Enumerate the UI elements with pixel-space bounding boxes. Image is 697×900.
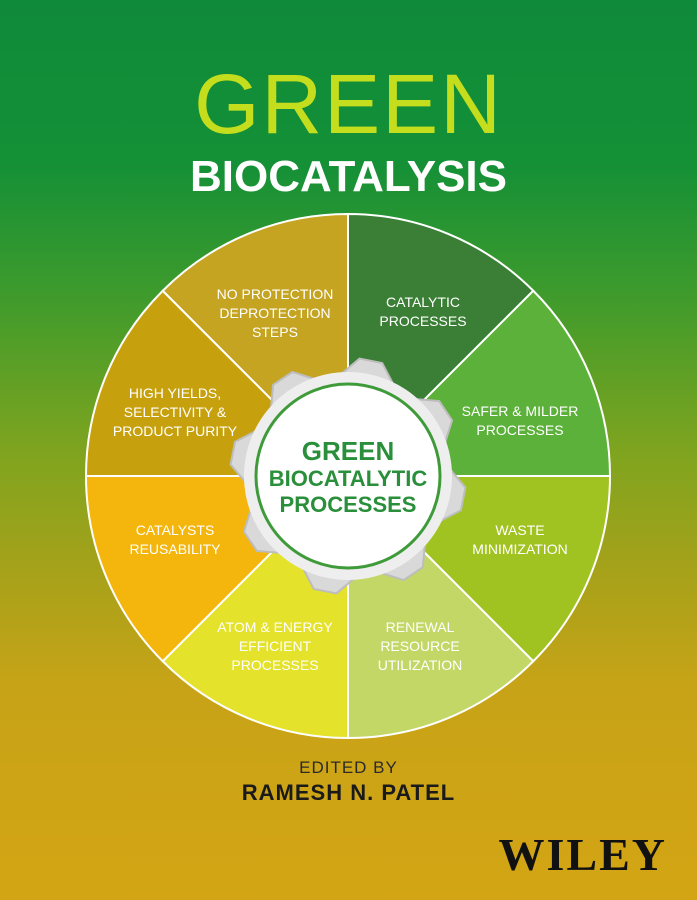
center-gear bbox=[229, 357, 467, 595]
center-title-line3: PROCESSES bbox=[279, 492, 417, 517]
center-disc bbox=[254, 382, 442, 570]
publisher-logo: WILEY bbox=[498, 829, 667, 880]
center-title-line1: GREEN bbox=[301, 436, 395, 466]
segment-label-catalytic: CatalyticProcesses bbox=[379, 294, 467, 329]
segment-label-safer: Safer & MilderProcesses bbox=[461, 403, 579, 438]
segment-label-atom-energy: Atom & EnergyEfficientProcesses bbox=[217, 619, 333, 673]
segment-label-no-protection: No ProtectionDeprotectionSteps bbox=[216, 286, 334, 340]
title-biocatalysis: BIOCATALYSIS bbox=[189, 152, 507, 201]
segment-label-reusability: CatalystsReusability bbox=[129, 522, 221, 557]
editor-name: RAMESH N. PATEL bbox=[241, 780, 456, 805]
title-green: GREEN bbox=[194, 57, 503, 151]
segment-label-high-yields: High Yields,Selectivity &Product Purity bbox=[112, 385, 238, 439]
edited-by-label: EDITED BY bbox=[299, 758, 398, 777]
center-title-line2: BIOCATALYTIC bbox=[268, 466, 428, 491]
segment-label-waste: WasteMinimization bbox=[472, 522, 568, 557]
segment-label-renewal: RenewalResourceUtilization bbox=[377, 619, 463, 673]
